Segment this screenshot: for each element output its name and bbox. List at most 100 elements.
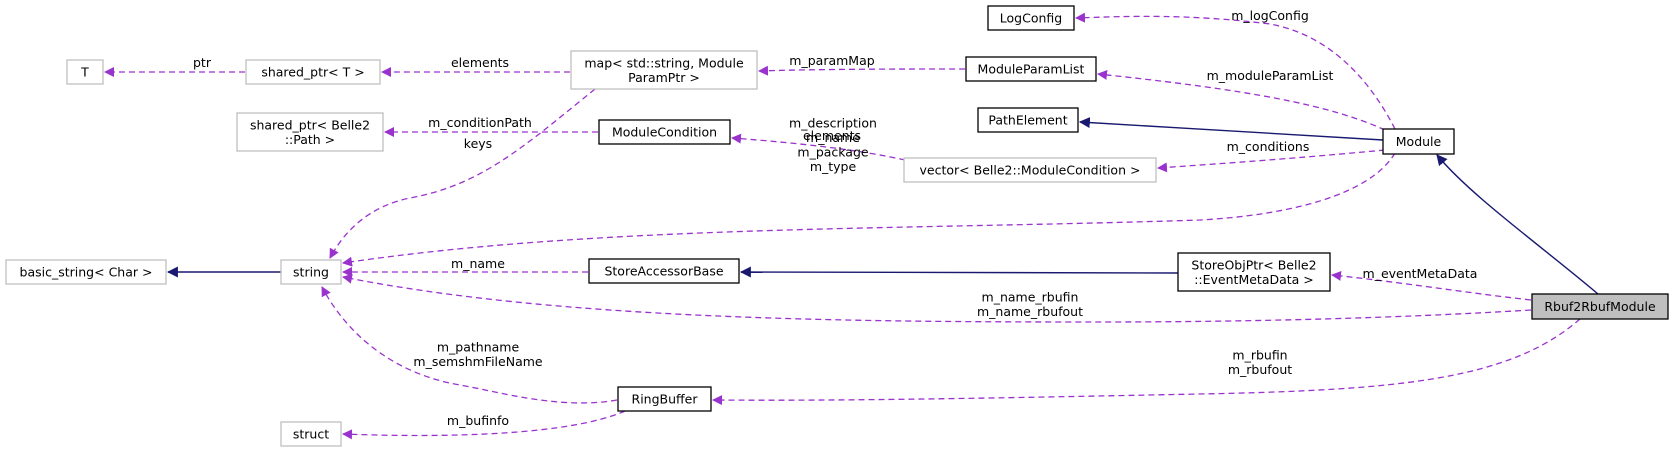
edge-label-line: m_semshmFileName [413, 354, 543, 369]
node-label-line: ModuleCondition [612, 125, 717, 140]
node-label-line: StoreAccessorBase [604, 264, 723, 279]
edge-label: elements [803, 128, 861, 143]
edge-line [731, 133, 906, 161]
node-string[interactable]: string [280, 259, 342, 285]
edge-label: keys [464, 136, 492, 151]
node-label-line: ModuleParamList [978, 62, 1085, 77]
node-label: Rbuf2RbufModule [1544, 299, 1656, 314]
node-store-accessor-base[interactable]: StoreAccessorBase [588, 258, 740, 284]
node-label-line: RingBuffer [632, 392, 699, 407]
node-module[interactable]: Module [1382, 128, 1455, 155]
node-label: struct [293, 427, 329, 442]
node-path-element[interactable]: PathElement [977, 107, 1079, 133]
node-label-line: LogConfig [1000, 11, 1062, 26]
edge-map-to-shared-ptr-t: elements [381, 55, 570, 77]
nodes-layer: LogConfigModuleParamListPathElementModul… [5, 5, 1669, 447]
edge-store-obj-ptr-to-store-accessor-base [739, 266, 1179, 278]
node-module-condition[interactable]: ModuleCondition [598, 119, 731, 145]
edge-rbuf2rbuf-to-store-obj-ptr: m_eventMetaData [1331, 266, 1532, 301]
node-label-line: ::Path > [285, 132, 335, 147]
edge-label-line: m_name_rbufout [977, 304, 1083, 319]
edge-line [1436, 154, 1599, 295]
node-box [280, 421, 342, 447]
edge-module-to-module-param-list: m_moduleParamList [1097, 68, 1386, 131]
edge-line [342, 273, 1532, 323]
node-vector-module-condition[interactable]: vector< Belle2::ModuleCondition > [903, 157, 1157, 183]
node-label: LogConfig [1000, 11, 1062, 26]
node-label: RingBuffer [632, 392, 699, 407]
edge-label-line: m_conditionPath [428, 115, 532, 130]
node-label-line: ParamPtr > [628, 70, 700, 85]
node-t[interactable]: T [66, 59, 104, 85]
node-shared-ptr-path[interactable]: shared_ptr< Belle2::Path > [236, 112, 384, 152]
node-box [598, 119, 731, 145]
node-box [977, 107, 1079, 133]
edge-label-line: m_bufinfo [447, 413, 509, 428]
node-box [987, 5, 1075, 31]
node-rbuf2rbuf-module[interactable]: Rbuf2RbufModule [1531, 293, 1669, 320]
node-label: shared_ptr< Belle2::Path > [250, 117, 370, 147]
node-box [903, 157, 1157, 183]
edge-label: m_logConfig [1231, 8, 1309, 23]
node-basic-string[interactable]: basic_string< Char > [5, 259, 167, 285]
edge-line [1157, 149, 1386, 173]
edge-label-line: ptr [193, 55, 212, 70]
edge-label: m_bufinfo [447, 413, 509, 428]
edge-label: elements [451, 55, 509, 70]
node-label: string [293, 265, 329, 280]
edge-label: m_eventMetaData [1363, 266, 1478, 281]
edge-label-line: m_moduleParamList [1207, 68, 1334, 83]
node-box [617, 386, 712, 412]
node-log-config[interactable]: LogConfig [987, 5, 1075, 31]
node-shared-ptr-t[interactable]: shared_ptr< T > [245, 59, 381, 85]
node-label-line: ::EventMetaData > [1194, 272, 1314, 287]
edge-line [342, 152, 1396, 267]
edge-line [1078, 117, 1384, 141]
node-box [1382, 128, 1455, 155]
edge-label-line: m_rbufout [1228, 362, 1292, 377]
node-label: Module [1396, 134, 1442, 149]
node-label: T [80, 65, 89, 80]
node-label: vector< Belle2::ModuleCondition > [920, 163, 1141, 178]
edge-store-accessor-base-to-string: m_name [342, 256, 588, 277]
edge-label-line: m_description [789, 116, 877, 131]
edge-label: m_conditions [1227, 139, 1310, 154]
edge-module-param-list-to-map: m_paramMap [758, 53, 966, 76]
node-box [236, 112, 384, 152]
edge-line [1075, 12, 1396, 130]
edge-line [342, 410, 626, 440]
node-module-param-list[interactable]: ModuleParamList [965, 56, 1097, 82]
node-struct[interactable]: struct [280, 421, 342, 447]
node-label: StoreObjPtr< Belle2::EventMetaData > [1191, 257, 1316, 287]
edge-label: m_paramMap [789, 53, 874, 68]
node-label-line: basic_string< Char > [20, 265, 153, 280]
edge-label-line: m_rbufin [1232, 348, 1287, 363]
node-label-line: PathElement [988, 113, 1067, 128]
edge-label: m_name [451, 256, 505, 271]
node-label: ModuleParamList [978, 62, 1085, 77]
node-label: basic_string< Char > [20, 265, 153, 280]
node-box [5, 259, 167, 285]
edge-module-condition-to-shared-ptr-path: m_conditionPath [384, 115, 598, 137]
node-box [280, 259, 342, 285]
edge-label-line: m_paramMap [789, 53, 874, 68]
node-box [1177, 252, 1331, 292]
node-store-obj-ptr[interactable]: StoreObjPtr< Belle2::EventMetaData > [1177, 252, 1331, 292]
edge-module-to-vector: m_conditions [1157, 139, 1386, 173]
node-box [965, 56, 1097, 82]
node-ring-buffer[interactable]: RingBuffer [617, 386, 712, 412]
node-label: shared_ptr< T > [261, 65, 364, 80]
node-box [1531, 293, 1669, 320]
edge-line [1097, 69, 1386, 131]
edge-label: m_conditionPath [428, 115, 532, 130]
edge-label-line: m_conditions [1227, 139, 1310, 154]
node-box [66, 59, 104, 85]
edge-line [321, 286, 618, 404]
edges-layer: m_logConfig m_moduleParamList m_conditions… [104, 8, 1599, 440]
node-label: PathElement [988, 113, 1067, 128]
